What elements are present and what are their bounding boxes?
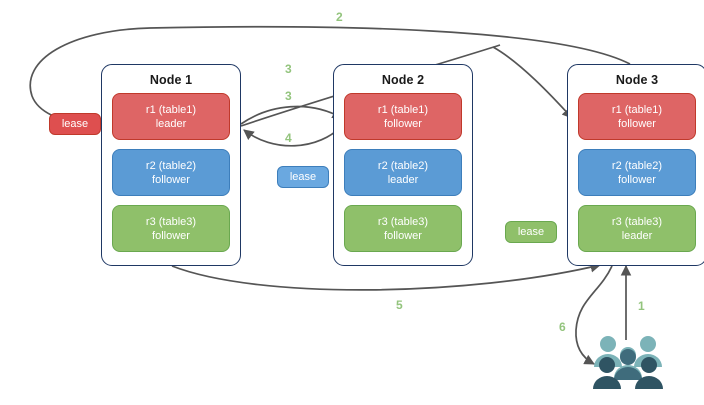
node-2[interactable]: Node 2 r1 (table1) follower r2 (table2) … [333, 64, 473, 266]
node-2-title: Node 2 [381, 73, 425, 87]
node-1-replica-r2-role: follower [152, 173, 190, 186]
node-2-replica-r1-role: follower [384, 117, 422, 130]
node-1-replica-r3[interactable]: r3 (table3) follower [112, 205, 230, 252]
step-label-3-lower: 3 [285, 89, 292, 103]
node-2-replica-r3-role: follower [384, 229, 422, 242]
step-label-2: 2 [336, 10, 343, 24]
node-3-title: Node 3 [615, 73, 659, 87]
node-1-replica-r1[interactable]: r1 (table1) leader [112, 93, 230, 140]
node-2-replica-r1-name: r1 (table1) [377, 103, 429, 116]
edge-step-3-upper-continue [492, 46, 573, 119]
node-1-replica-r3-role: follower [152, 229, 190, 242]
node-2-replica-r2-name: r2 (table2) [377, 159, 429, 172]
node-3-replica-r1-role: follower [618, 117, 656, 130]
node-1-replicas: r1 (table1) leader r2 (table2) follower … [102, 93, 240, 261]
step-label-1: 1 [638, 299, 645, 313]
step-label-5: 5 [396, 298, 403, 312]
node-3-replica-r3[interactable]: r3 (table3) leader [578, 205, 696, 252]
lease-badge-green[interactable]: lease [505, 221, 557, 243]
edge-step-5 [171, 262, 602, 291]
node-3-replica-r3-name: r3 (table3) [611, 215, 663, 228]
step-label-3-upper: 3 [285, 62, 292, 76]
node-2-replica-r2-role: leader [387, 173, 419, 186]
lease-badge-blue[interactable]: lease [277, 166, 329, 188]
step-label-6: 6 [559, 320, 566, 334]
users-icon [593, 336, 663, 389]
node-3-replica-r3-role: leader [621, 229, 653, 242]
node-1-replica-r1-role: leader [155, 117, 187, 130]
node-3-replica-r2[interactable]: r2 (table2) follower [578, 149, 696, 196]
lease-badge-red[interactable]: lease [49, 113, 101, 135]
node-2-replica-r2[interactable]: r2 (table2) leader [344, 149, 462, 196]
node-3-replica-r2-role: follower [618, 173, 656, 186]
node-3[interactable]: Node 3 r1 (table1) follower r2 (table2) … [567, 64, 704, 266]
edge-step-3-lower [240, 105, 343, 125]
node-3-replica-r1[interactable]: r1 (table1) follower [578, 93, 696, 140]
node-2-replica-r3-name: r3 (table3) [377, 215, 429, 228]
edge-step-4 [243, 123, 345, 147]
node-1[interactable]: Node 1 r1 (table1) leader r2 (table2) fo… [101, 64, 241, 266]
node-3-replicas: r1 (table1) follower r2 (table2) followe… [568, 93, 704, 261]
node-1-replica-r2[interactable]: r2 (table2) follower [112, 149, 230, 196]
users-icon-center-figure [614, 349, 642, 380]
node-3-replica-r1-name: r1 (table1) [611, 103, 663, 116]
node-1-replica-r1-name: r1 (table1) [145, 103, 197, 116]
node-2-replica-r3[interactable]: r3 (table3) follower [344, 205, 462, 252]
node-2-replicas: r1 (table1) follower r2 (table2) leader … [334, 93, 472, 261]
node-2-replica-r1[interactable]: r1 (table1) follower [344, 93, 462, 140]
node-1-title: Node 1 [149, 73, 193, 87]
node-1-replica-r2-name: r2 (table2) [145, 159, 197, 172]
node-1-replica-r3-name: r3 (table3) [145, 215, 197, 228]
node-3-replica-r2-name: r2 (table2) [611, 159, 663, 172]
step-label-4: 4 [285, 131, 292, 145]
